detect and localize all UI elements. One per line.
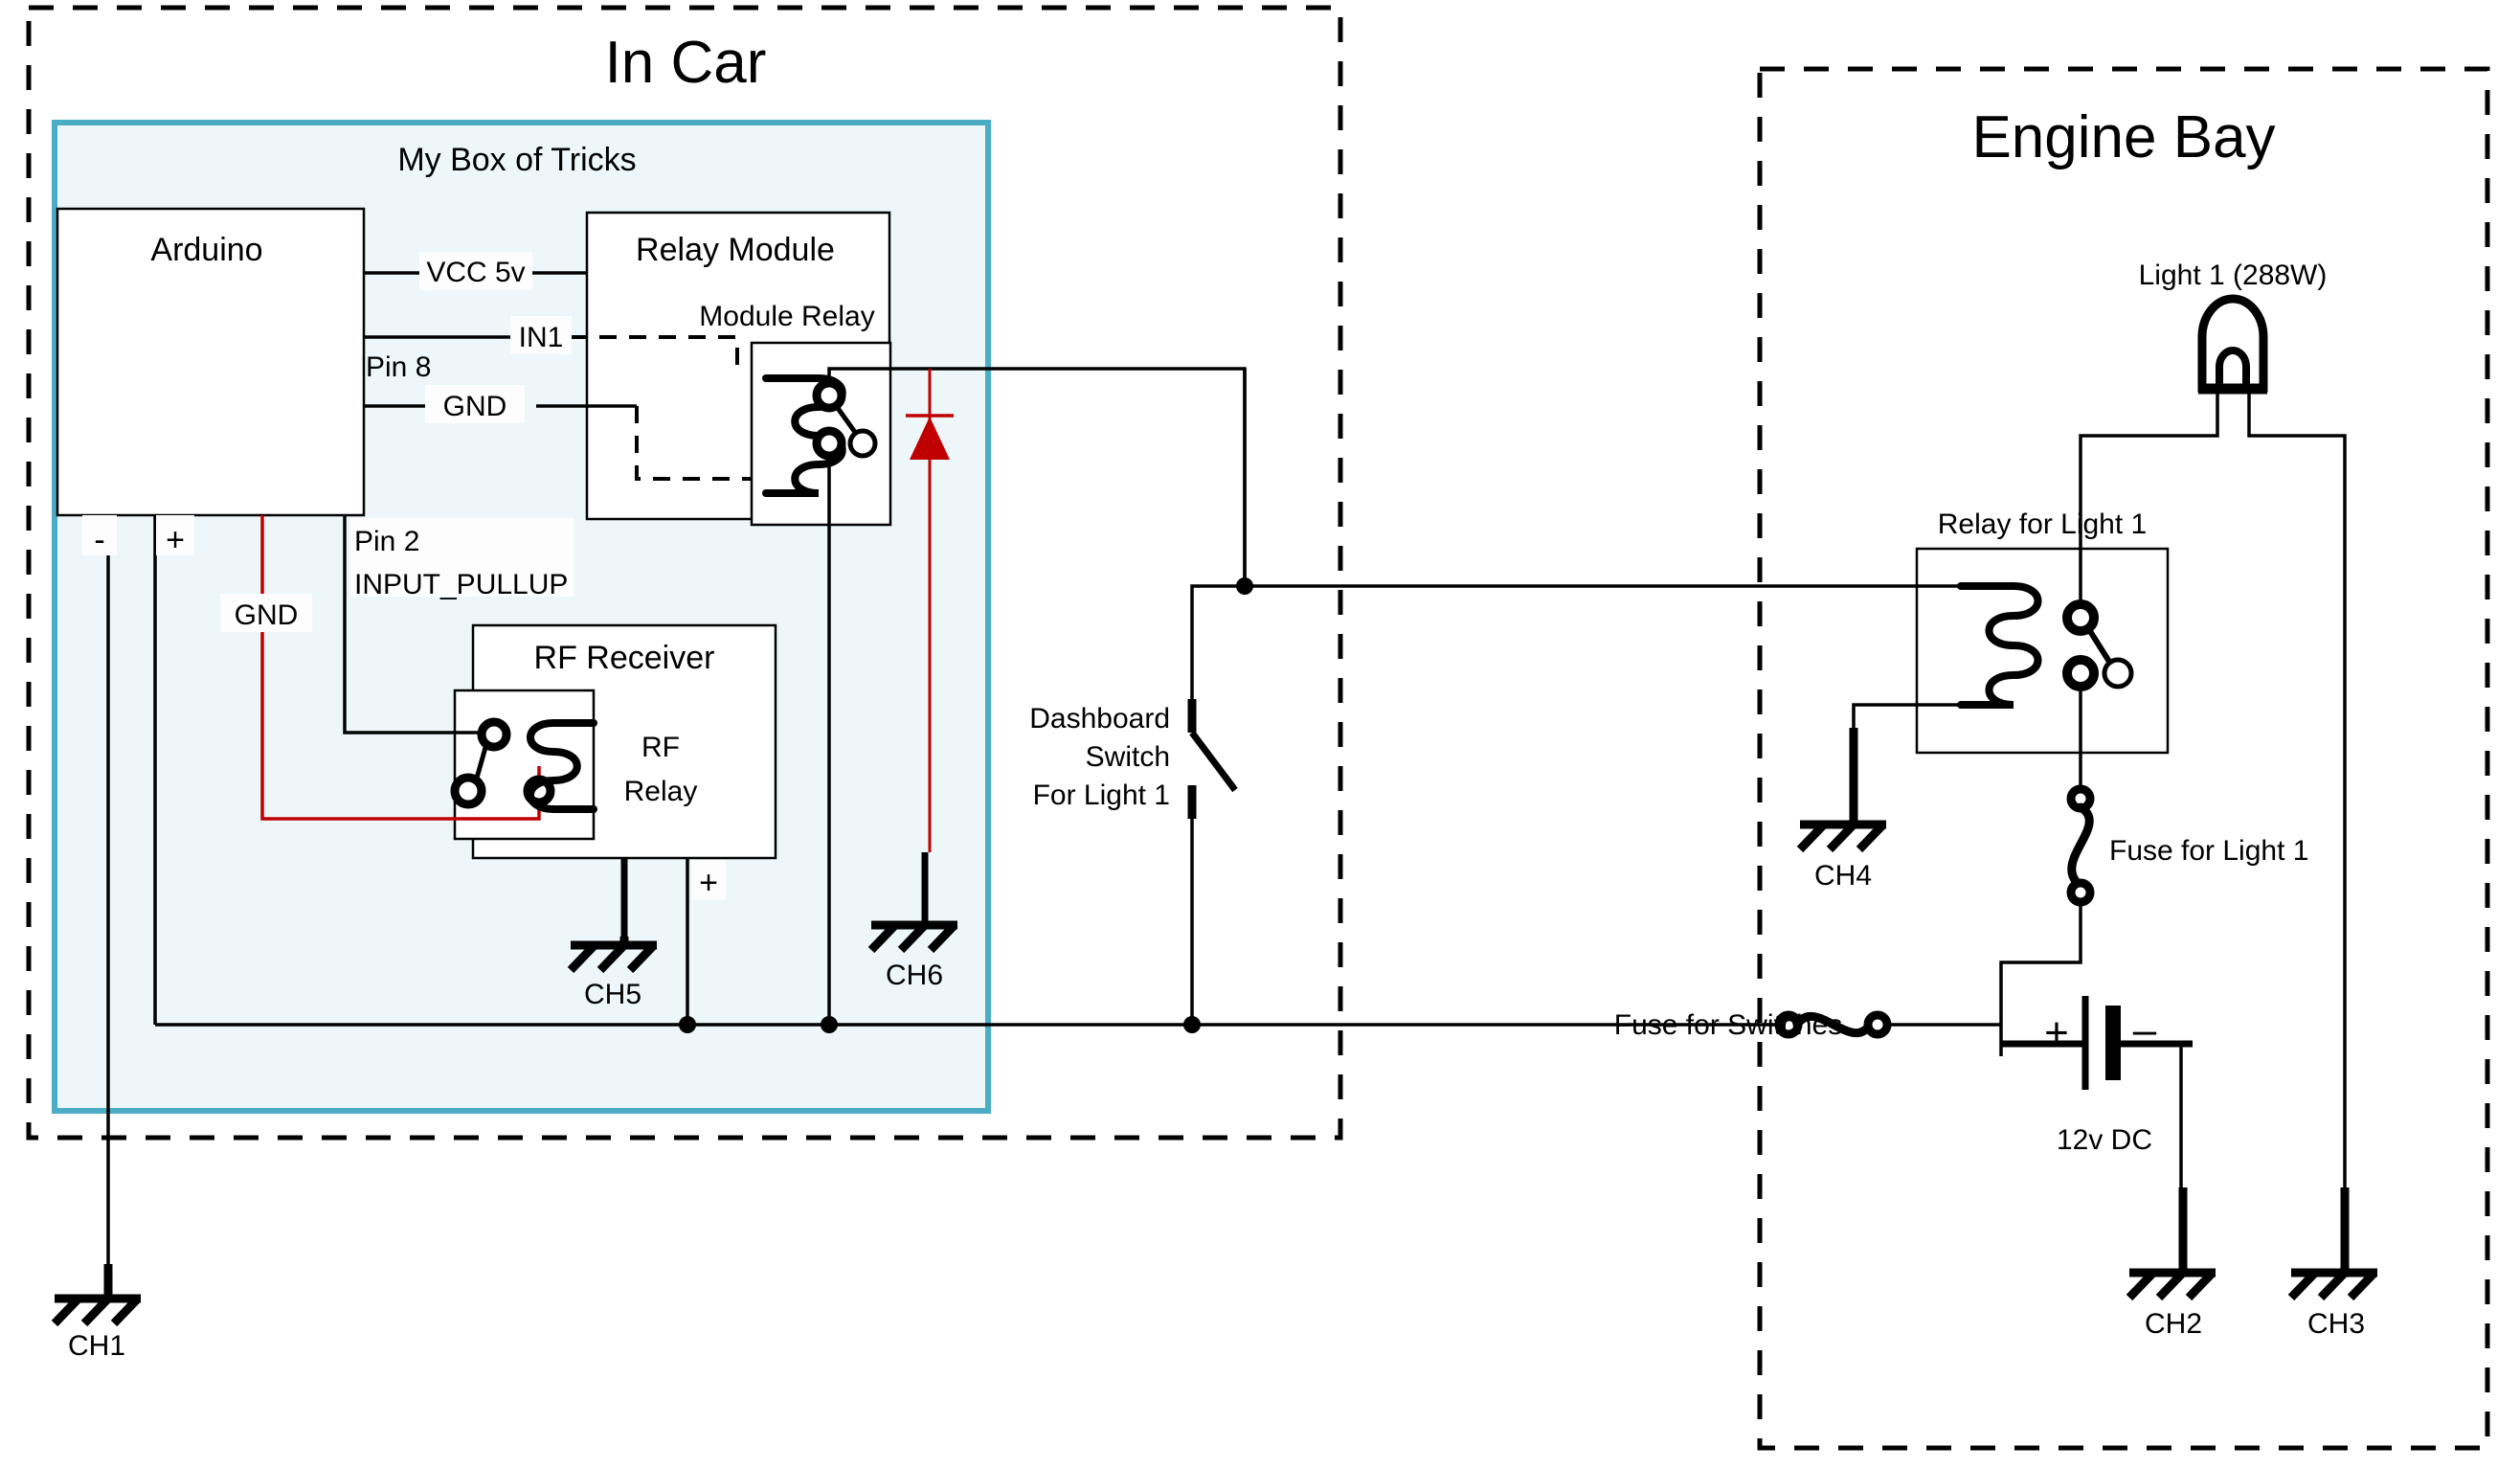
- terminal-label-arduino-minus: -: [94, 522, 104, 558]
- block-title-relay-for-light-1: Relay for Light 1: [1938, 508, 2147, 540]
- relay-light1-nc-terminal: [2062, 655, 2099, 691]
- fuse-switches-label: Fuse for Switches: [1614, 1009, 1842, 1041]
- diode-triangle-icon: [910, 417, 950, 460]
- block-title-rf-relay-line2: Relay: [624, 776, 698, 807]
- rf-relay-coil: [527, 719, 597, 813]
- junction-dot-rf-plus: [679, 1016, 696, 1033]
- module-relay-no-terminal: [847, 428, 878, 459]
- block-title-rf-receiver: RF Receiver: [534, 640, 715, 676]
- zone-title-in-car: In Car: [605, 30, 767, 96]
- ground-label-ch5: CH5: [584, 979, 641, 1010]
- relay-light1-common-terminal: [2062, 599, 2099, 636]
- wire-light1-left-lead: [2079, 393, 2219, 607]
- terminal-label-arduino-plus: +: [166, 522, 185, 558]
- relay-light1-armature: [2085, 626, 2114, 667]
- relay-light1-no-terminal: [2102, 657, 2134, 689]
- ground-label-ch1: CH1: [68, 1330, 125, 1362]
- wire-fuse-light1-to-battery: [1999, 902, 2082, 1056]
- ground-label-ch6: CH6: [886, 960, 943, 991]
- wire-label-gnd-red: GND: [235, 599, 299, 631]
- light-bulb-outer-icon: [2197, 294, 2268, 393]
- label-bg-pin2: [350, 518, 574, 597]
- block-relay-for-light-1: [1915, 547, 2170, 755]
- block-title-module-relay: Module Relay: [699, 301, 874, 332]
- rf-relay-armature: [473, 743, 489, 782]
- label-bg-gnd-red: [220, 594, 312, 632]
- label-bg-vcc5v: [419, 252, 532, 290]
- fuse-switches-body-icon: [1792, 1012, 1875, 1037]
- ground-label-ch4: CH4: [1814, 860, 1872, 892]
- ground-label-ch3: CH3: [2307, 1308, 2365, 1340]
- zone-engine-bay-boundary: [1757, 66, 2490, 1451]
- terminal-label-rf-plus: +: [699, 865, 718, 901]
- block-arduino: [56, 207, 366, 517]
- wire-label-pin8: Pin 8: [366, 351, 431, 383]
- ground-symbol-ch1: [51, 1264, 142, 1327]
- fuse-light1-body-icon: [2067, 802, 2094, 891]
- dash-switch-blade: [1189, 730, 1238, 793]
- dashboard-switch-label-line1: Dashboard: [1029, 703, 1170, 734]
- ground-label-ch2: CH2: [2145, 1308, 2202, 1340]
- rf-relay-common-terminal: [477, 717, 511, 752]
- light-bulb-filament-icon: [2216, 347, 2250, 388]
- label-bg-rf-plus: [691, 860, 726, 900]
- wire-light1-right-lead: [2247, 393, 2347, 1254]
- wire-label-pin2-line2: INPUT_PULLUP: [354, 569, 568, 600]
- wire-dash-switch-top: [1190, 369, 1247, 699]
- ground-symbol-ch2: [2126, 1187, 2216, 1301]
- module-relay-armature: [832, 402, 860, 437]
- wire-gnd-dashed: [635, 406, 752, 481]
- module-relay-nc-terminal: [812, 426, 846, 461]
- battery-label: 12v DC: [2057, 1124, 2152, 1156]
- ground-symbol-ch6: [867, 852, 958, 954]
- zone-title-engine-bay: Engine Bay: [1971, 104, 2275, 170]
- label-bg-arduino-minus: [82, 515, 117, 555]
- wire-label-in1: IN1: [519, 322, 564, 353]
- battery-plus-label: +: [2044, 1009, 2069, 1056]
- label-bg-in1: [510, 316, 572, 354]
- wire-label-pin2-line1: Pin 2: [354, 526, 419, 557]
- fuse-switches-right-terminal: [1863, 1010, 1892, 1039]
- block-title-rf-relay-line1: RF: [641, 732, 680, 763]
- wire-pin2-input-pullup: [343, 515, 479, 734]
- fuse-light1-label: Fuse for Light 1: [2109, 835, 2308, 867]
- ground-symbol-ch4: [1796, 728, 1887, 853]
- wire-in1-dashed: [570, 335, 739, 369]
- block-rf-relay: [453, 689, 596, 841]
- rf-relay-nc-terminal: [450, 773, 486, 809]
- label-bg-arduino-plus: [156, 515, 194, 555]
- enclosure-title: My Box of Tricks: [397, 142, 636, 178]
- dashboard-switch-label-line3: For Light 1: [1033, 780, 1170, 811]
- label-bg-gnd-module: [425, 385, 525, 423]
- zone-in-car-boundary: [26, 5, 1343, 1141]
- relay-light1-coil: [1957, 582, 2042, 709]
- wire-label-vcc5v: VCC 5v: [426, 257, 525, 288]
- ground-symbol-ch3: [2287, 1187, 2378, 1301]
- battery-minus-label: –: [2133, 1006, 2157, 1053]
- light1-label: Light 1 (288W): [2139, 260, 2328, 291]
- dashboard-switch-label-line2: Switch: [1086, 741, 1170, 773]
- wire-label-gnd-module: GND: [443, 391, 507, 422]
- ground-symbol-ch5: [567, 937, 658, 974]
- block-title-relay-module: Relay Module: [636, 232, 835, 268]
- junction-dot-module-nc: [821, 1016, 838, 1033]
- block-title-arduino: Arduino: [150, 232, 262, 268]
- fuse-light1-bottom-terminal: [2066, 878, 2095, 907]
